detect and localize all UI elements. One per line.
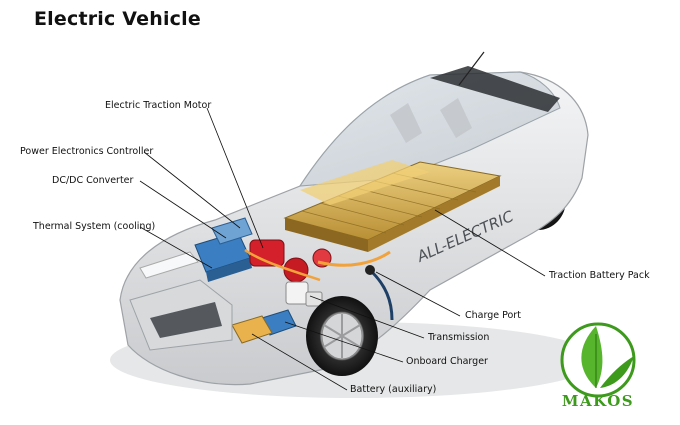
- transmission-graphic: [285, 281, 323, 307]
- label-transmission: Transmission: [428, 332, 490, 343]
- roof-glass: [299, 71, 561, 187]
- label-charge-port: Charge Port: [465, 310, 521, 321]
- antenna: [458, 51, 485, 86]
- power-electronics-graphic: [194, 231, 252, 282]
- leader-battery-pack: [434, 209, 546, 277]
- label-traction-battery-pack: Traction Battery Pack: [549, 270, 650, 281]
- leader-onboard-charger: [284, 321, 404, 363]
- leader-transmission: [309, 295, 425, 339]
- label-aux-battery: Battery (auxiliary): [350, 384, 437, 395]
- battery-pack-graphic: [283, 160, 502, 252]
- roof-spoiler: [430, 66, 560, 112]
- traction-motor-graphic: [249, 239, 332, 283]
- charge-port-graphic: [365, 265, 375, 275]
- front-grille: [150, 302, 222, 338]
- leader-power-electronics: [143, 151, 241, 229]
- leader-aux-battery: [251, 333, 348, 391]
- leader-thermal: [139, 226, 213, 269]
- aux-battery-graphic: [231, 315, 273, 344]
- logo-text: MAKOS: [561, 392, 635, 410]
- headlight: [139, 251, 199, 279]
- dcdc-converter-graphic: [211, 217, 253, 245]
- label-traction-motor: Electric Traction Motor: [105, 100, 212, 111]
- leader-charge-port: [375, 271, 461, 317]
- charge-cable: [370, 270, 394, 321]
- leader-dcdc: [139, 180, 227, 239]
- hv-cable: [317, 250, 391, 267]
- label-dcdc-converter: DC/DC Converter: [52, 175, 134, 186]
- logo-leaf-icon: [560, 322, 636, 398]
- label-power-electronics: Power Electronics Controller: [20, 146, 154, 157]
- diagram-title: Electric Vehicle: [34, 8, 201, 30]
- label-thermal-system: Thermal System (cooling): [33, 221, 156, 232]
- front-wheel: [306, 296, 378, 376]
- leader-lines: [139, 107, 546, 391]
- label-onboard-charger: Onboard Charger: [406, 356, 488, 367]
- leader-traction-motor: [206, 107, 264, 249]
